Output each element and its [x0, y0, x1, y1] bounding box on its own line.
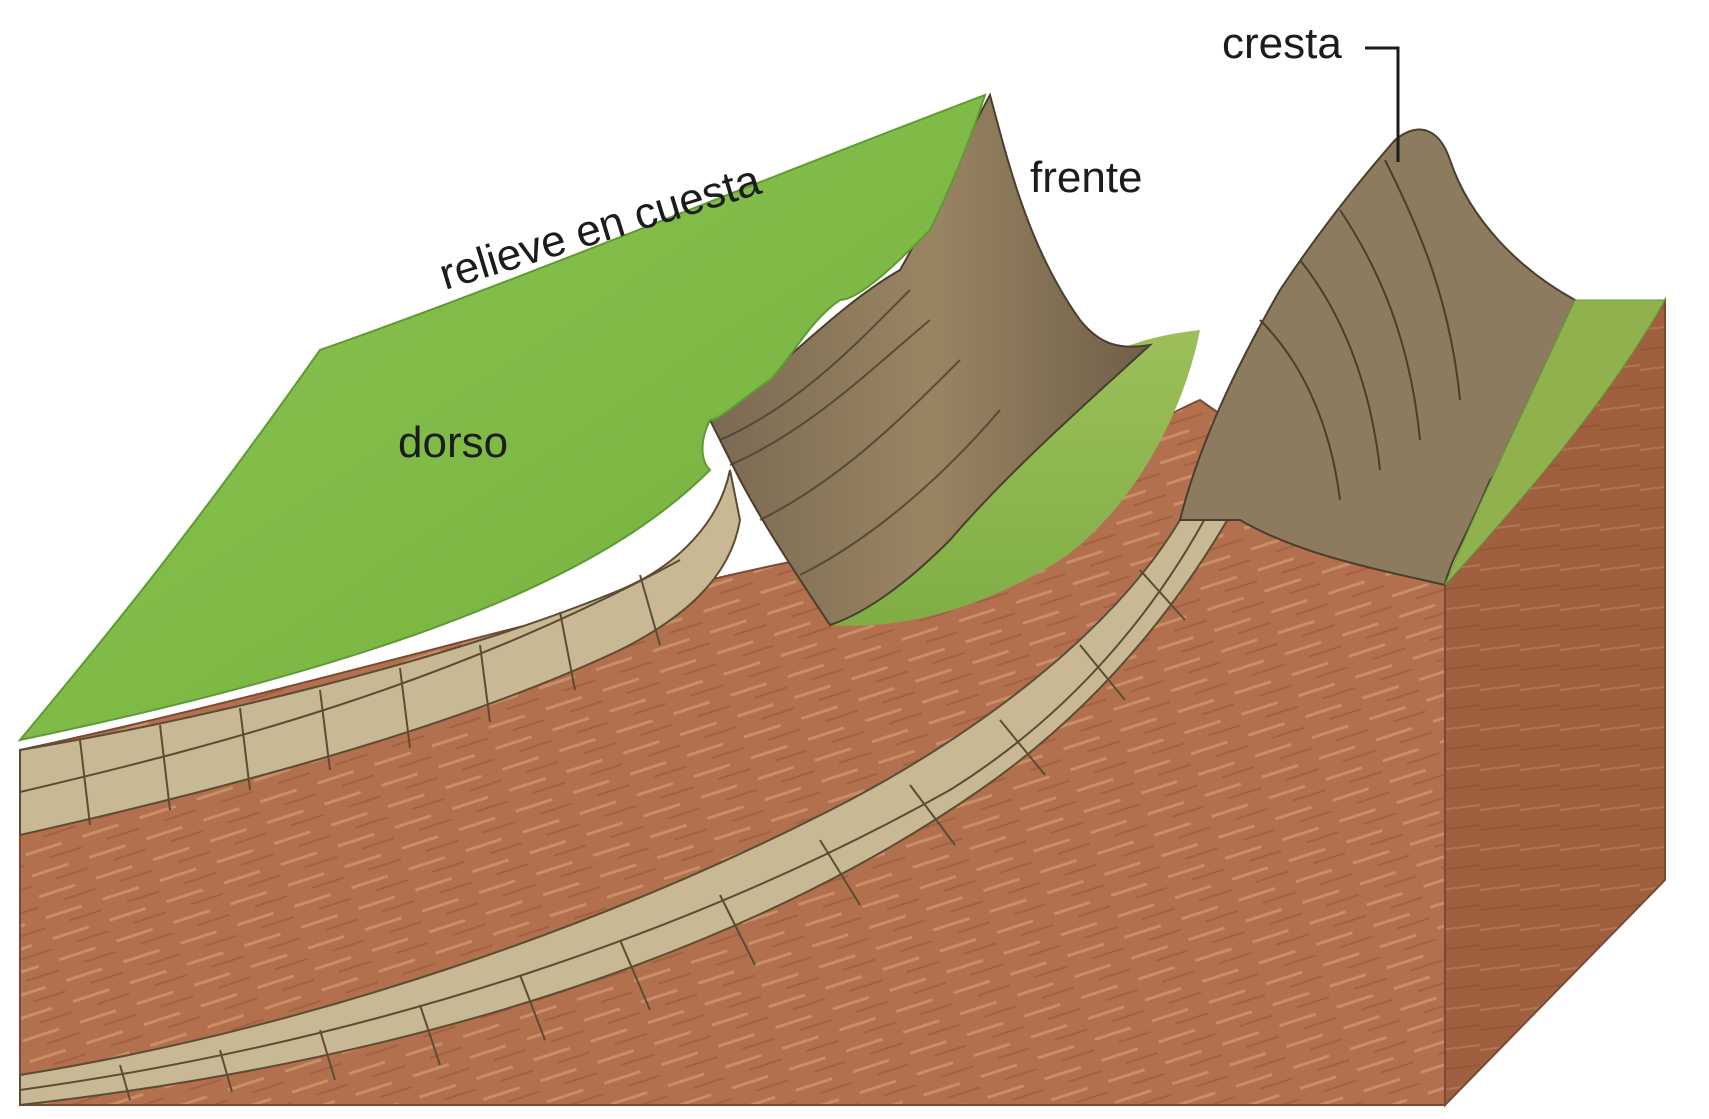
label-frente: frente [1030, 153, 1143, 202]
label-cresta: cresta [1222, 19, 1342, 68]
label-dorso: dorso [398, 418, 508, 467]
